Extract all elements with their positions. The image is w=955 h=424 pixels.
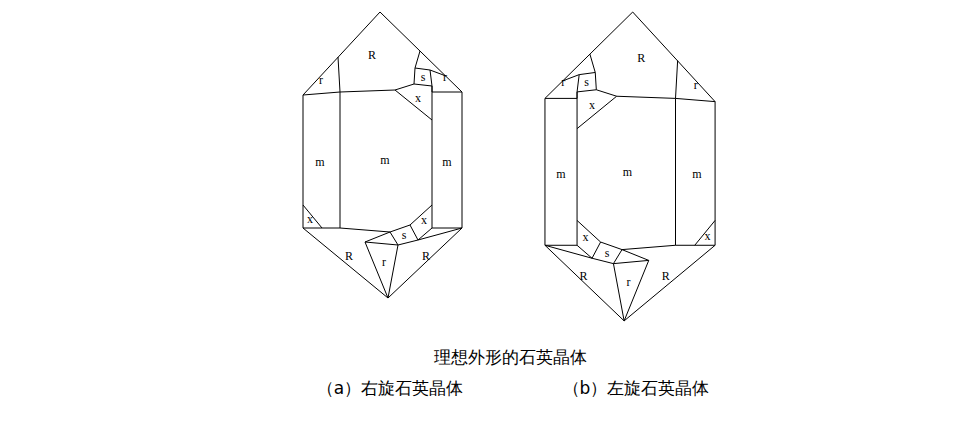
right-handed-crystal [303, 12, 462, 298]
face-label: x [705, 230, 711, 242]
face-label: R [579, 270, 587, 282]
face-label: m [442, 156, 451, 168]
face-label: s [584, 76, 589, 88]
face-label: x [583, 231, 589, 243]
sub-caption: （b）左旋石英晶体 [563, 378, 710, 398]
face-label: r [561, 76, 565, 88]
face-label: x [421, 214, 427, 226]
face-label: R [662, 270, 670, 282]
sub-caption: （a）右旋石英晶体 [317, 378, 463, 398]
face-label: m [380, 154, 389, 166]
face-label: x [415, 92, 421, 104]
face-edges [545, 54, 715, 321]
left-handed-crystal [545, 12, 715, 321]
face-label: r [443, 71, 447, 83]
face-label: m [623, 166, 632, 178]
face-label: R [368, 49, 376, 61]
face-label: R [422, 250, 430, 262]
face-label: x [589, 99, 595, 111]
face-label: R [637, 52, 645, 64]
face-label: s [421, 71, 426, 83]
figure-caption: 理想外形的石英晶体 [434, 347, 587, 367]
face-label: m [315, 156, 324, 168]
face-label: m [556, 168, 565, 180]
face-label: r [694, 79, 698, 91]
face-label: R [345, 250, 353, 262]
face-edges [303, 51, 462, 298]
face-label: x [307, 213, 313, 225]
face-label: r [382, 256, 386, 268]
crystal-outline [303, 12, 462, 298]
face-label: r [319, 74, 323, 86]
face-label: m [692, 168, 701, 180]
crystal-outline [545, 12, 715, 321]
face-label: s [402, 229, 407, 241]
face-label: r [626, 276, 630, 288]
face-label: s [605, 247, 610, 259]
